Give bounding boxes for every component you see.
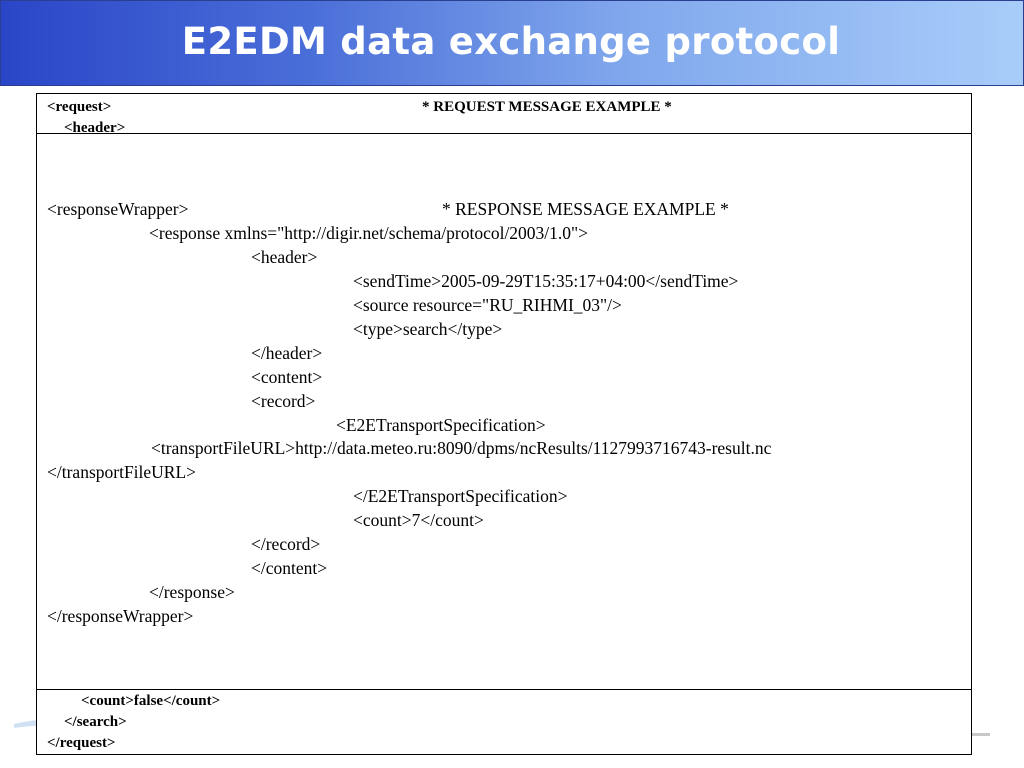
decorative-dash [966,733,990,736]
response-line: <count>7</count> [353,510,484,530]
response-line: </content> [251,558,328,578]
response-line: <record> [251,391,316,411]
response-example-box [36,133,972,690]
request-footer-line: <count>false</count> [81,693,221,709]
response-line: <E2ETransportSpecification> [336,415,546,435]
response-line: </E2ETransportSpecification> [353,486,568,506]
response-line: <sendTime>2005-09-29T15:35:17+04:00</sen… [353,271,739,291]
request-footer-box [36,689,972,755]
request-header-tag: <header> [64,120,126,136]
response-line: <source resource="RU_RIHMI_03"/> [353,295,622,315]
request-close-tag: </request> [47,735,116,751]
response-wrapper-close: </responseWrapper> [47,606,194,626]
response-wrapper-open: <responseWrapper> [47,199,189,219]
request-footer-line: </search> [64,714,127,730]
response-line: <response xmlns="http://digir.net/schema… [149,223,589,243]
slide-title: E2EDM data exchange protocol [181,20,841,63]
request-example-caption: * REQUEST MESSAGE EXAMPLE * [422,99,672,115]
title-banner [0,0,1024,86]
response-line: <type>search</type> [353,319,503,339]
response-line: </transportFileURL> [47,462,197,482]
response-line: <header> [251,247,318,267]
response-line: <transportFileURL>http://data.meteo.ru:8… [151,438,772,458]
response-line: <content> [251,367,323,387]
response-line: </record> [251,534,321,554]
response-example-caption: * RESPONSE MESSAGE EXAMPLE * [442,199,729,219]
request-open-tag: <request> [47,99,112,115]
response-line: </header> [251,343,323,363]
response-line: </response> [149,582,235,602]
